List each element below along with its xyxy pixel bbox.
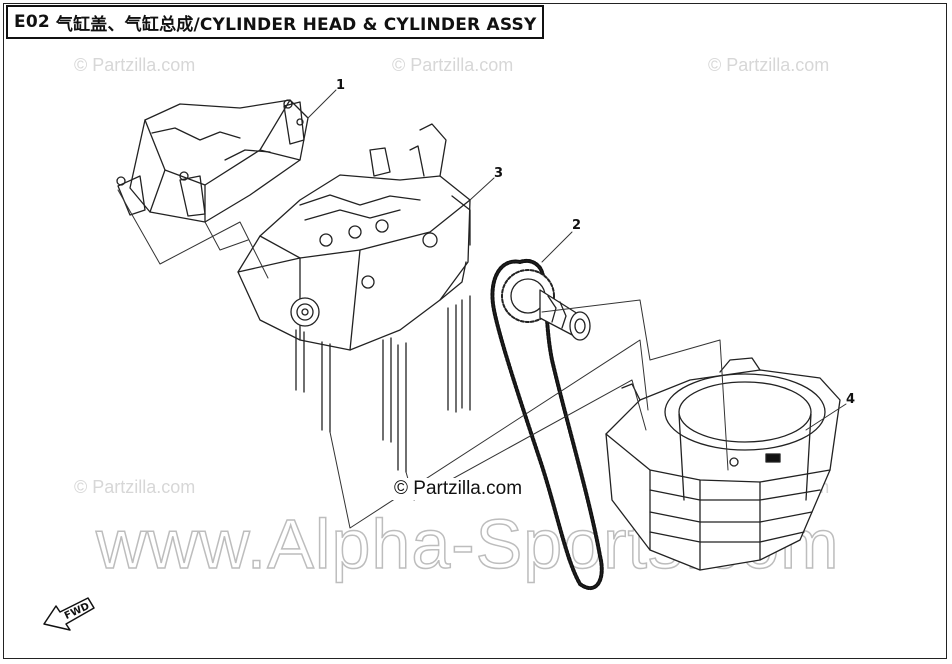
diagram-title-box: E02 气缸盖、气缸总成/CYLINDER HEAD & CYLINDER AS… <box>6 5 545 39</box>
watermark-center: © Partzilla.com <box>392 478 525 500</box>
diagram-border <box>3 3 947 659</box>
timing-chain-camshaft <box>490 258 604 591</box>
cylinder-head-cover <box>116 99 309 223</box>
watermark-bottom-left: © Partzilla.com <box>74 477 196 497</box>
callout-3[interactable]: 3 <box>494 166 504 181</box>
callout-2[interactable]: 2 <box>572 218 582 233</box>
cylinder-head <box>237 123 471 473</box>
watermark-top-left: © Partzilla.com <box>74 55 196 75</box>
watermark-top-center: © Partzilla.com <box>392 55 514 75</box>
diagram-title: 气缸盖、气缸总成/CYLINDER HEAD & CYLINDER ASSY <box>55 14 537 35</box>
diagram-code: E02 <box>14 12 50 32</box>
fwd-arrow-icon <box>43 597 95 631</box>
cylinder <box>605 357 841 571</box>
callout-1[interactable]: 1 <box>336 78 346 93</box>
callout-4[interactable]: 4 <box>846 392 856 407</box>
watermark-top-right: © Partzilla.com <box>708 55 830 75</box>
